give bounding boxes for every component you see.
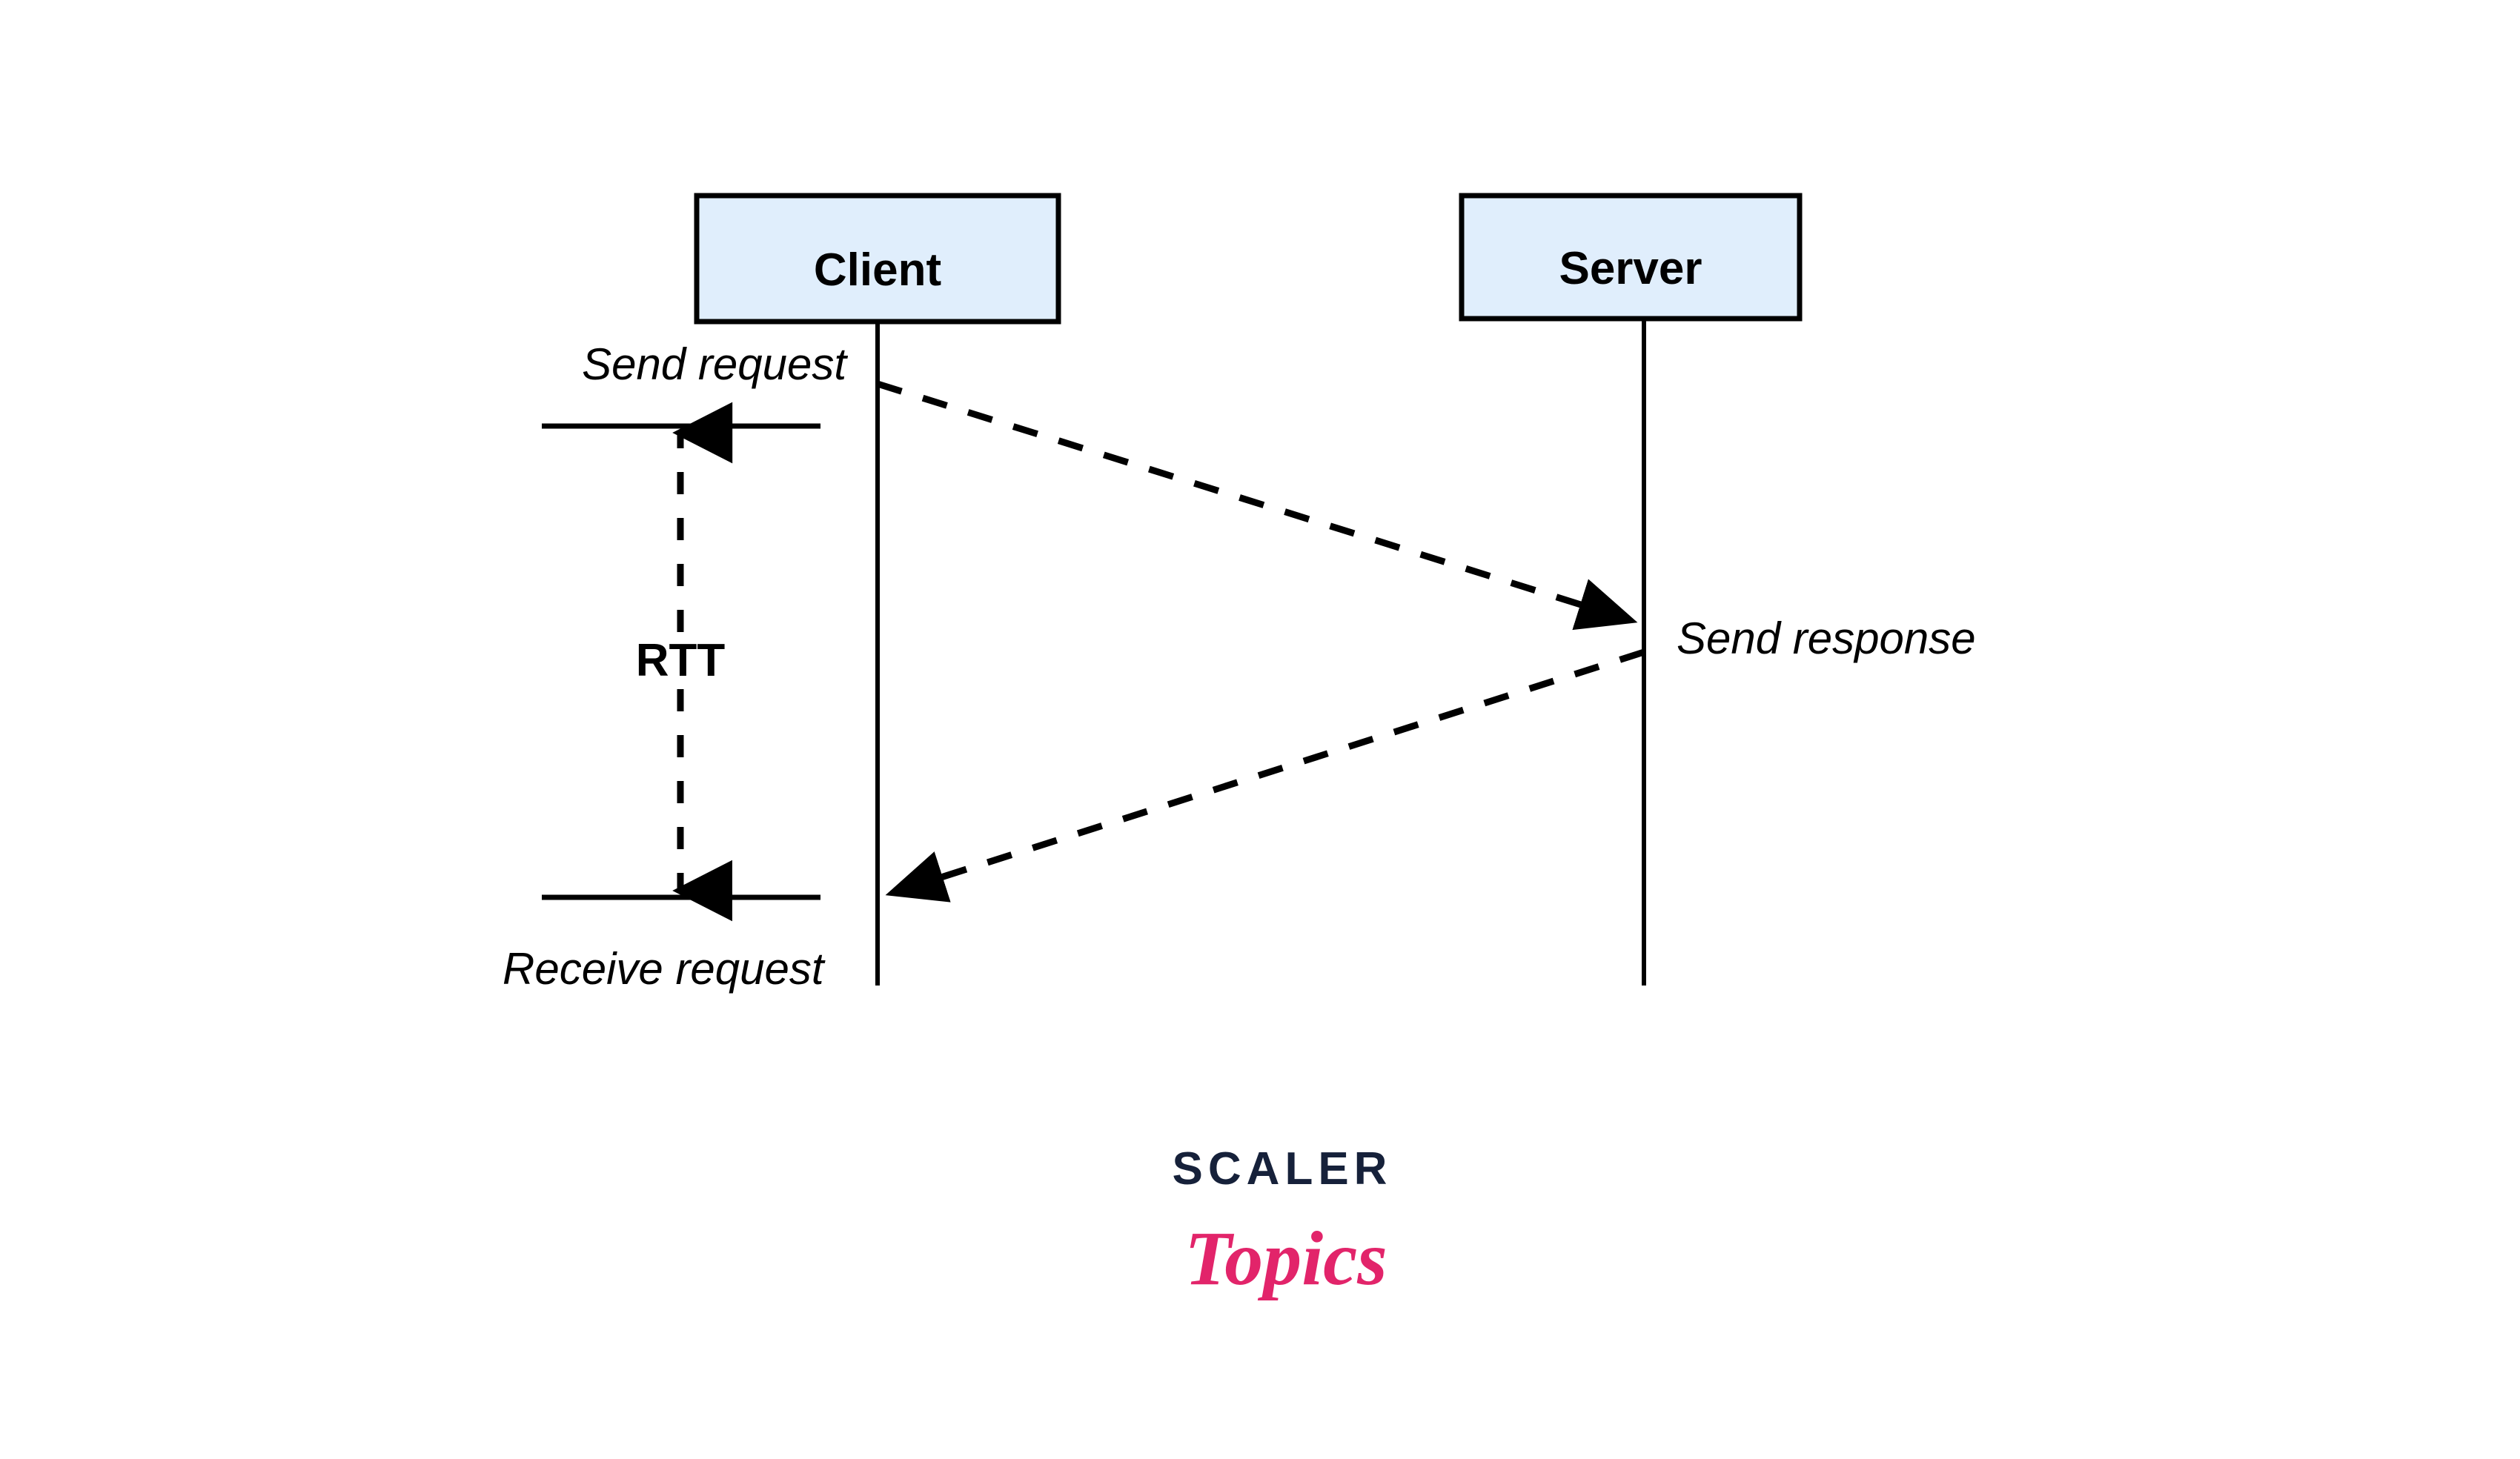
server-box-label: Server [1559,243,1702,294]
send-response-label: Send response [1677,614,1976,663]
receive-request-label: Receive request [503,944,826,994]
participant-client[interactable]: Client [694,193,1061,986]
client-box-label: Client [814,245,941,296]
send-request-arrow [876,380,1638,631]
message-send-request[interactable] [876,380,1638,631]
logo-scaler-wordmark: SCALER [1173,1143,1393,1194]
message-send-response[interactable] [885,648,1645,903]
logo-topics-wordmark: Topics [1184,1216,1387,1301]
participant-server[interactable]: Server [1459,193,1803,986]
server-box[interactable] [1459,193,1803,322]
rtt-label: RTT [636,635,726,686]
rtt-measure: RTT [636,402,733,922]
send-request-label: Send request [582,339,848,389]
scaler-topics-logo[interactable]: SCALER Topics [1173,1143,1393,1301]
client-box[interactable] [694,193,1061,325]
send-response-arrow [885,648,1645,903]
